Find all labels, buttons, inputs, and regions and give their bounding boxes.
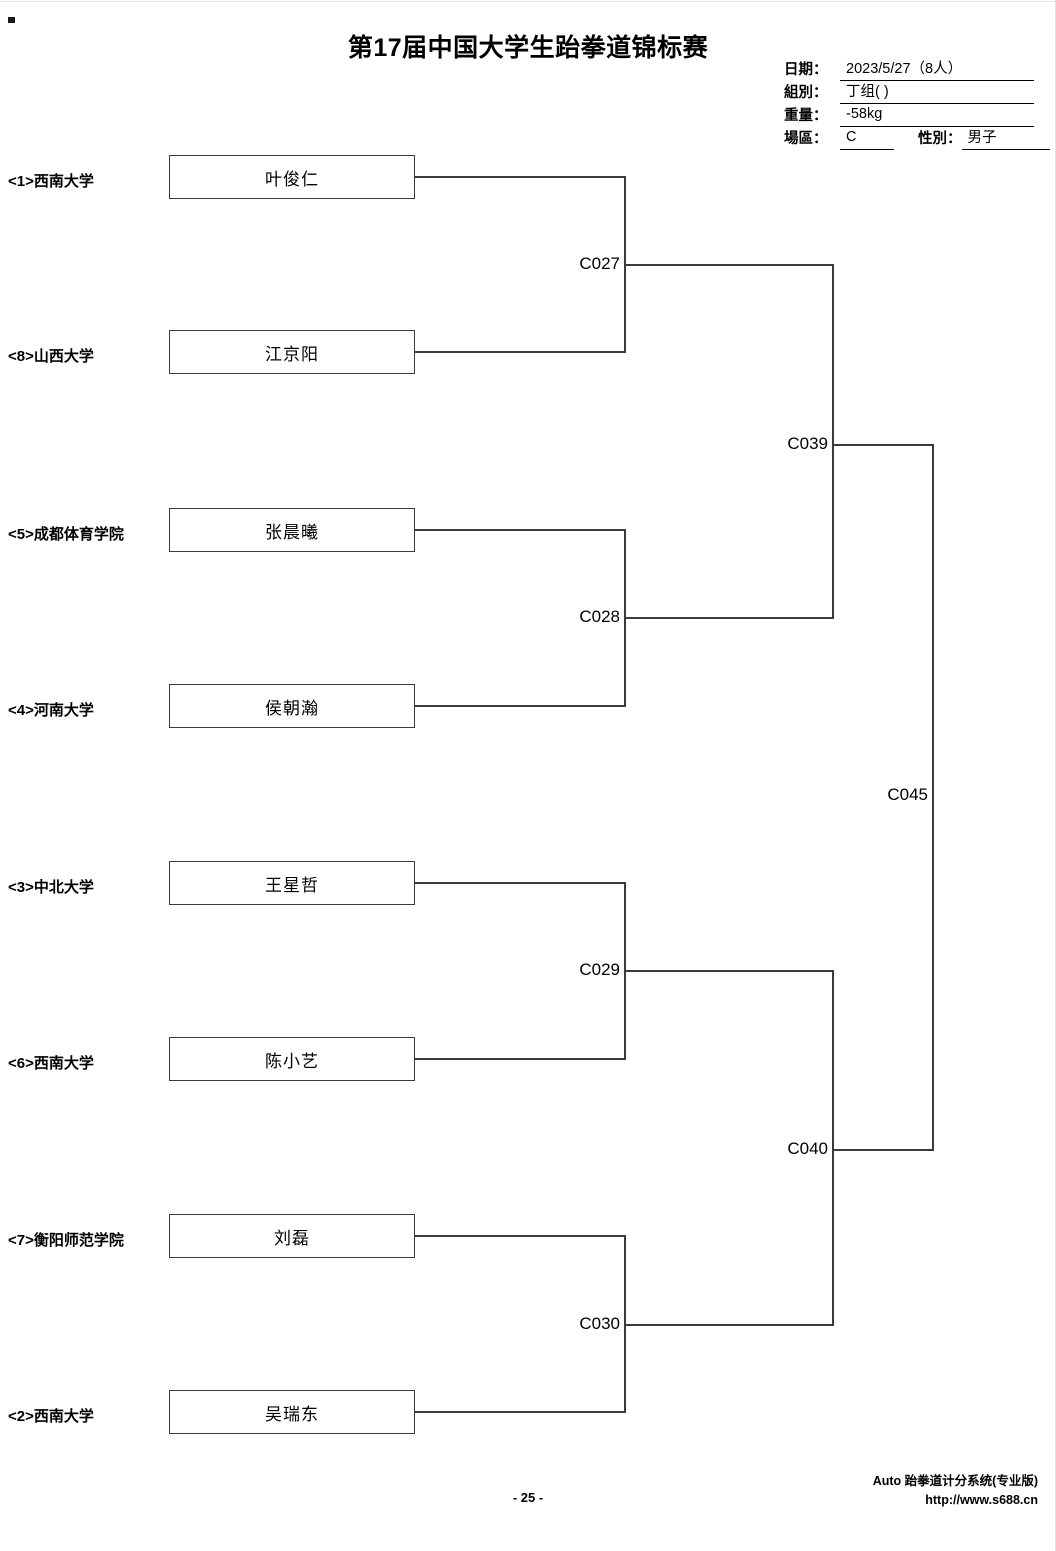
athlete-box-3[interactable]: 张晨曦: [169, 508, 415, 552]
athlete-box-1[interactable]: 叶俊仁: [169, 155, 415, 199]
match-code-c027[interactable]: C027: [579, 254, 620, 273]
seed-label-5: <3>中北大学: [8, 879, 94, 896]
date-value: 2023/5/27（8人）: [840, 57, 1034, 81]
corner-mark: [8, 17, 15, 23]
match-code-c039[interactable]: C039: [787, 434, 828, 453]
athlete-name-6: 陈小艺: [265, 1051, 319, 1071]
event-info-block: 日期： 2023/5/27（8人） 組別： 丁组( ) 重量： -58kg 場區…: [784, 58, 1050, 150]
seed-label-2: <8>山西大学: [8, 348, 94, 365]
seed-label-8: <2>西南大学: [8, 1408, 94, 1425]
athlete-name-4: 侯朝瀚: [265, 698, 319, 718]
page-number: - 25 -: [512, 1490, 544, 1505]
date-label: 日期：: [784, 62, 828, 78]
group-label: 組別：: [784, 85, 828, 101]
athlete-name-5: 王星哲: [265, 875, 319, 895]
athlete-name-2: 江京阳: [265, 344, 319, 364]
seed-label-6: <6>西南大学: [8, 1055, 94, 1072]
system-name: Auto 跆拳道计分系统(专业版): [872, 1474, 1038, 1488]
weight-label: 重量：: [784, 108, 828, 124]
weight-value: -58kg: [840, 106, 1034, 127]
info-row-group: 組別： 丁组( ): [784, 81, 1034, 104]
athlete-box-2[interactable]: 江京阳: [169, 330, 415, 374]
court-label: 場區：: [784, 131, 828, 147]
match-code-c028[interactable]: C028: [579, 607, 620, 626]
athlete-name-7: 刘磊: [274, 1228, 310, 1248]
info-row-weight: 重量： -58kg: [784, 104, 1034, 127]
page-edge-top: [0, 1, 1056, 2]
gender-value: 男子: [961, 126, 1050, 150]
info-row-court-gender: 場區： C 性別： 男子: [784, 127, 1050, 150]
athlete-box-7[interactable]: 刘磊: [169, 1214, 415, 1258]
match-code-c030[interactable]: C030: [579, 1314, 620, 1333]
seed-label-7: <7>衡阳师范学院: [8, 1232, 124, 1249]
info-row-date: 日期： 2023/5/27（8人）: [784, 58, 1034, 81]
match-code-c029[interactable]: C029: [579, 960, 620, 979]
athlete-name-3: 张晨曦: [265, 522, 319, 542]
seed-label-4: <4>河南大学: [8, 702, 94, 719]
athlete-box-5[interactable]: 王星哲: [169, 861, 415, 905]
gender-label: 性別：: [918, 131, 962, 147]
match-code-c040[interactable]: C040: [787, 1139, 828, 1158]
athlete-box-6[interactable]: 陈小艺: [169, 1037, 415, 1081]
page-title: 第17届中国大学生跆拳道锦标赛: [347, 34, 709, 62]
match-code-c045[interactable]: C045: [887, 785, 928, 804]
athlete-name-1: 叶俊仁: [265, 169, 319, 189]
court-value: C: [840, 129, 894, 150]
athlete-name-8: 吴瑞东: [265, 1404, 319, 1424]
seed-label-1: <1>西南大学: [8, 173, 94, 190]
athlete-box-4[interactable]: 侯朝瀚: [169, 684, 415, 728]
group-value: 丁组( ): [840, 80, 1034, 104]
brand-footer: Auto 跆拳道计分系统(专业版) http://www.s688.cn: [873, 1472, 1038, 1511]
seed-label-3: <5>成都体育学院: [8, 526, 124, 543]
athlete-box-8[interactable]: 吴瑞东: [169, 1390, 415, 1434]
website-link[interactable]: http://www.s688.cn: [925, 1493, 1038, 1508]
